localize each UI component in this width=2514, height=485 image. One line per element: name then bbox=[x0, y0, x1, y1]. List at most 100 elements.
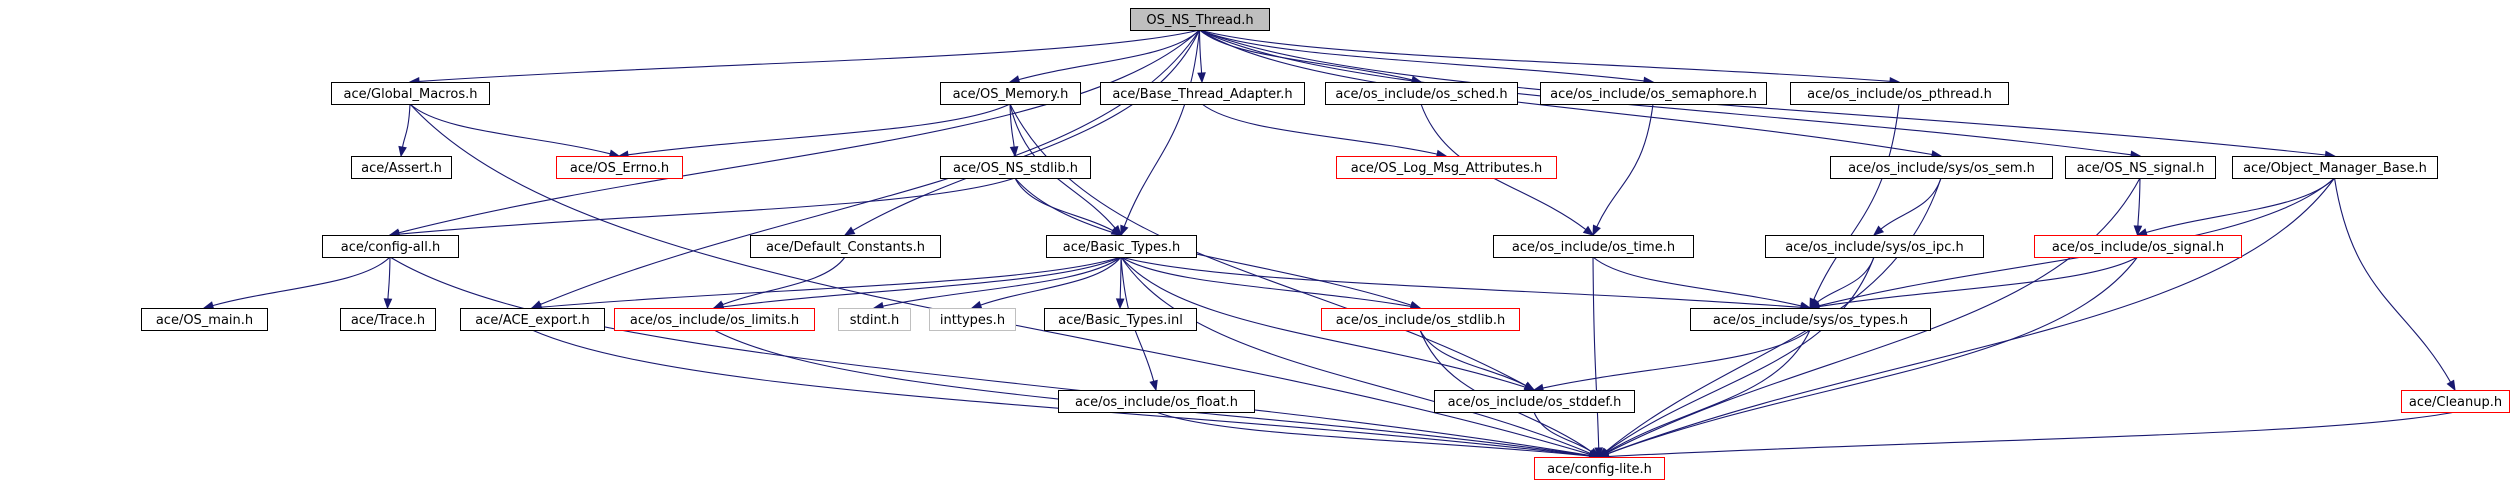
edge-base_thread_adapter-to-os_log_msg_attr bbox=[1201, 103, 1448, 159]
node-box bbox=[1130, 8, 1270, 31]
edge-os_ns_thread-to-base_thread_adapter bbox=[1197, 29, 1206, 84]
node-os-signal[interactable]: ace/os_include/os_signal.h bbox=[2034, 235, 2242, 258]
node-os-memory[interactable]: ace/OS_Memory.h bbox=[940, 82, 1081, 105]
node-os-ns-signal[interactable]: ace/OS_NS_signal.h bbox=[2065, 156, 2216, 179]
node-label: ace/os_include/os_time.h bbox=[1512, 240, 1675, 255]
node-os-stdlib[interactable]: ace/os_include/os_stdlib.h bbox=[1321, 308, 1520, 331]
node-os-main[interactable]: ace/OS_main.h bbox=[141, 308, 268, 331]
edge-sys_os_types-to-os_stddef bbox=[1532, 329, 1811, 393]
edge-object_manager_base-to-cleanup bbox=[2333, 177, 2456, 392]
node-box bbox=[940, 82, 1081, 105]
node-stdint[interactable]: stdint.h bbox=[838, 308, 911, 331]
node-box bbox=[556, 156, 683, 179]
node-ace-export[interactable]: ace/ACE_export.h bbox=[460, 308, 605, 331]
node-label: ace/Base_Thread_Adapter.h bbox=[1112, 87, 1292, 102]
node-label: OS_NS_Thread.h bbox=[1146, 13, 1253, 28]
node-os-errno[interactable]: ace/OS_Errno.h bbox=[556, 156, 683, 179]
edge-global_macros-to-os_errno bbox=[409, 103, 621, 158]
node-object-manager-base[interactable]: ace/Object_Manager_Base.h bbox=[2232, 156, 2438, 179]
node-label: ace/os_include/os_semaphore.h bbox=[1550, 87, 1757, 102]
node-trace[interactable]: ace/Trace.h bbox=[340, 308, 436, 331]
edge-config_all-to-config_lite bbox=[389, 256, 1601, 460]
node-os-sched[interactable]: ace/os_include/os_sched.h bbox=[1325, 82, 1518, 105]
node-box bbox=[940, 156, 1091, 179]
edge-os_time-to-sys_os_types bbox=[1592, 256, 1812, 311]
node-label: ace/Default_Constants.h bbox=[766, 240, 925, 255]
node-label: ace/OS_Memory.h bbox=[953, 87, 1069, 102]
node-cleanup[interactable]: ace/Cleanup.h bbox=[2401, 390, 2510, 413]
node-label: ace/config-lite.h bbox=[1547, 462, 1652, 477]
node-label: ace/os_include/sys/os_types.h bbox=[1713, 313, 1908, 328]
edge-os_ns_thread-to-basic_types bbox=[1120, 29, 1201, 237]
node-box bbox=[1690, 308, 1931, 331]
node-label: inttypes.h bbox=[940, 313, 1005, 328]
node-basic-types-inl[interactable]: ace/Basic_Types.inl bbox=[1044, 308, 1197, 331]
edge-os_stdlib-to-os_stddef bbox=[1419, 329, 1536, 391]
node-box bbox=[1540, 82, 1767, 105]
node-label: ace/Global_Macros.h bbox=[344, 87, 478, 102]
edge-sys_os_sem-to-sys_os_ipc bbox=[1872, 177, 1942, 236]
node-box bbox=[1434, 390, 1635, 413]
node-os-log-msg-attr[interactable]: ace/OS_Log_Msg_Attributes.h bbox=[1336, 156, 1557, 179]
node-box bbox=[2065, 156, 2216, 179]
node-box bbox=[340, 308, 436, 331]
node-default-constants[interactable]: ace/Default_Constants.h bbox=[750, 235, 941, 258]
node-label: ace/Assert.h bbox=[361, 161, 442, 176]
edge-os_memory-to-os_errno bbox=[617, 103, 1011, 160]
node-box bbox=[1534, 457, 1665, 480]
node-sys-os-sem[interactable]: ace/os_include/sys/os_sem.h bbox=[1830, 156, 2053, 179]
node-label: ace/os_include/sys/os_sem.h bbox=[1848, 161, 2035, 176]
node-label: ace/Basic_Types.h bbox=[1063, 240, 1180, 255]
node-label: ace/OS_NS_signal.h bbox=[2077, 161, 2205, 176]
node-os-semaphore[interactable]: ace/os_include/os_semaphore.h bbox=[1540, 82, 1767, 105]
node-os-ns-stdlib[interactable]: ace/OS_NS_stdlib.h bbox=[940, 156, 1091, 179]
node-base-thread-adapter[interactable]: ace/Base_Thread_Adapter.h bbox=[1100, 82, 1305, 105]
node-label: ace/os_include/os_stdlib.h bbox=[1336, 313, 1505, 328]
node-box bbox=[1765, 235, 1984, 258]
node-os-pthread[interactable]: ace/os_include/os_pthread.h bbox=[1790, 82, 2009, 105]
node-sys-os-types[interactable]: ace/os_include/sys/os_types.h bbox=[1690, 308, 1931, 331]
node-box bbox=[1830, 156, 2053, 179]
node-label: stdint.h bbox=[850, 313, 899, 328]
node-label: ace/OS_Errno.h bbox=[570, 161, 669, 176]
node-label: ace/config-all.h bbox=[341, 240, 441, 255]
node-sys-os-ipc[interactable]: ace/os_include/sys/os_ipc.h bbox=[1765, 235, 1984, 258]
node-os-stddef[interactable]: ace/os_include/os_stddef.h bbox=[1434, 390, 1635, 413]
edge-object_manager_base-to-os_signal bbox=[2136, 177, 2335, 237]
node-box bbox=[1321, 308, 1520, 331]
node-global-macros[interactable]: ace/Global_Macros.h bbox=[331, 82, 490, 105]
node-os-float[interactable]: ace/os_include/os_float.h bbox=[1058, 390, 1255, 413]
node-inttypes[interactable]: inttypes.h bbox=[929, 308, 1016, 331]
node-label: ace/Cleanup.h bbox=[2409, 395, 2502, 410]
node-box bbox=[322, 235, 459, 258]
edge-os_ns_thread-to-os_sched bbox=[1199, 29, 1423, 85]
node-box bbox=[1058, 390, 1255, 413]
edge-os_semaphore-to-os_time bbox=[1592, 103, 1654, 237]
edge-basic_types-to-basic_types_inl bbox=[1115, 256, 1125, 310]
edge-os_memory-to-os_ns_stdlib bbox=[1009, 103, 1019, 158]
node-label: ace/OS_NS_stdlib.h bbox=[953, 161, 1078, 176]
edge-basic_types-to-os_limits bbox=[712, 256, 1122, 312]
edge-global_macros-to-assert bbox=[398, 103, 411, 158]
node-label: ace/Basic_Types.inl bbox=[1058, 313, 1183, 328]
node-label: ace/os_include/os_stddef.h bbox=[1448, 395, 1622, 410]
node-box bbox=[460, 308, 605, 331]
node-label: ace/os_include/sys/os_ipc.h bbox=[1785, 240, 1963, 255]
node-box bbox=[1100, 82, 1305, 105]
node-os-limits[interactable]: ace/os_include/os_limits.h bbox=[614, 308, 815, 331]
node-box bbox=[351, 156, 452, 179]
node-basic-types[interactable]: ace/Basic_Types.h bbox=[1046, 235, 1197, 258]
node-config-lite[interactable]: ace/config-lite.h bbox=[1534, 457, 1665, 480]
node-os-time[interactable]: ace/os_include/os_time.h bbox=[1493, 235, 1694, 258]
edge-config_all-to-trace bbox=[383, 256, 393, 310]
node-label: ace/OS_main.h bbox=[156, 313, 253, 328]
edge-os_ns_thread-to-os_memory bbox=[1008, 29, 1200, 84]
node-os-ns-thread[interactable]: OS_NS_Thread.h bbox=[1130, 8, 1270, 31]
edge-os_ns_thread-to-default_constants bbox=[843, 29, 1200, 236]
node-config-all[interactable]: ace/config-all.h bbox=[322, 235, 459, 258]
node-assert[interactable]: ace/Assert.h bbox=[351, 156, 452, 179]
node-label: ace/os_include/os_limits.h bbox=[630, 313, 799, 328]
node-box bbox=[2401, 390, 2510, 413]
node-box bbox=[1790, 82, 2009, 105]
